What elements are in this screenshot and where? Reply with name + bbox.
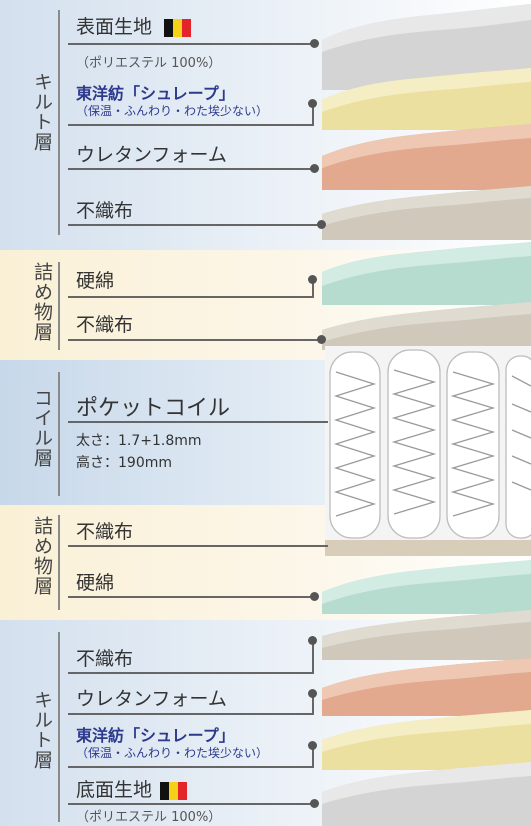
top-fabric-label: 表面生地 xyxy=(76,12,192,39)
section-label-quilt-bottom: キルト層 xyxy=(31,690,53,770)
section-divider-quilt-top xyxy=(58,10,60,235)
bottom-fabric-leader xyxy=(68,803,312,805)
coil-thickness: 太さ：1.7+1.8mm xyxy=(76,433,202,449)
bottom-toyobo-leader xyxy=(68,766,314,768)
filling-bottom-nonwoven-leader xyxy=(68,545,328,547)
bottom-toyobo-detail: （保温・ふんわり・わた埃少ない） xyxy=(76,746,269,760)
bottom-nonwoven-leader xyxy=(68,672,314,674)
bottom-nonwoven-dot xyxy=(308,636,317,645)
section-divider-quilt-bottom xyxy=(58,632,60,822)
section-divider-filling-top xyxy=(58,262,60,350)
bottom-nonwoven-name: 不織布 xyxy=(76,648,134,670)
section-label-filling-top: 詰め物層 xyxy=(31,262,53,342)
section-divider-coil xyxy=(58,372,60,496)
filling-top-cotton-leader xyxy=(68,296,314,298)
top-fabric-detail: （ポリエステル 100%） xyxy=(76,56,222,71)
section-divider-filling-bottom xyxy=(58,515,60,610)
top-urethane-dot xyxy=(310,164,319,173)
top-toyobo-detail: （保温・ふんわり・わた埃少ない） xyxy=(76,104,269,118)
top-toyobo-tick xyxy=(312,104,314,124)
section-label-coil: コイル層 xyxy=(31,388,53,468)
bottom-toyobo-name: 東洋紡「シュレープ」 xyxy=(76,726,235,745)
bottom-fabric-dot xyxy=(310,799,319,808)
bottom-fabric-label: 底面生地 xyxy=(76,775,188,802)
top-fabric-name: 表面生地 xyxy=(76,16,153,38)
belgium-flag-icon xyxy=(164,18,192,37)
top-nonwoven-name: 不織布 xyxy=(76,200,134,222)
filling-bottom-nonwoven-layer xyxy=(325,540,531,556)
section-label-filling-bottom: 詰め物層 xyxy=(31,516,53,596)
section-label-quilt-top: キルト層 xyxy=(31,72,53,152)
bottom-toyobo-dot xyxy=(308,741,317,750)
top-toyobo-dot xyxy=(308,99,317,108)
coil-height: 高さ：190mm xyxy=(76,455,172,471)
top-nonwoven-leader xyxy=(68,224,320,226)
bottom-urethane-tick xyxy=(312,694,314,713)
bottom-urethane-name: ウレタンフォーム xyxy=(76,688,227,710)
coil-name: ポケットコイル xyxy=(76,396,231,421)
filling-top-nonwoven-leader xyxy=(68,339,320,341)
top-nonwoven-dot xyxy=(317,220,326,229)
filling-bottom-cotton-dot xyxy=(310,592,319,601)
filling-top-nonwoven-dot xyxy=(317,335,326,344)
belgium-flag-icon xyxy=(160,781,188,800)
top-fabric-dot xyxy=(310,39,319,48)
filling-bottom-cotton-leader xyxy=(68,596,312,598)
bottom-urethane-leader xyxy=(68,713,314,715)
bottom-fabric-detail: （ポリエステル 100%） xyxy=(76,810,222,825)
bottom-fabric-name: 底面生地 xyxy=(76,779,153,801)
top-toyobo-leader xyxy=(68,124,314,126)
filling-bottom-cotton-name: 硬綿 xyxy=(76,572,115,594)
bottom-urethane-dot xyxy=(308,689,317,698)
filling-top-cotton-tick xyxy=(312,280,314,296)
top-urethane-leader xyxy=(68,168,312,170)
bottom-toyobo-tick xyxy=(312,746,314,766)
filling-top-cotton-dot xyxy=(308,275,317,284)
coil-leader xyxy=(68,421,328,423)
bottom-nonwoven-tick xyxy=(312,641,314,672)
top-fabric-leader xyxy=(68,43,312,45)
filling-bottom-nonwoven-name: 不織布 xyxy=(76,521,134,543)
top-toyobo-name: 東洋紡「シュレープ」 xyxy=(76,84,235,103)
filling-top-nonwoven-name: 不織布 xyxy=(76,314,134,336)
filling-top-cotton-name: 硬綿 xyxy=(76,270,115,292)
top-urethane-name: ウレタンフォーム xyxy=(76,144,227,166)
